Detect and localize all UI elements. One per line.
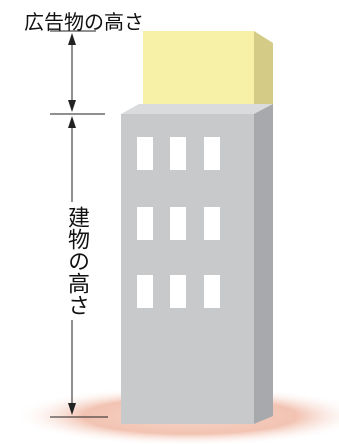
ad-box-front xyxy=(143,31,254,114)
window xyxy=(137,207,153,240)
window xyxy=(137,275,153,308)
window xyxy=(170,137,186,170)
building-height-arrow-head-down xyxy=(68,403,76,415)
window xyxy=(170,207,186,240)
advertisement-box xyxy=(143,31,273,114)
ad-height-label: 広告物の高さ xyxy=(24,10,144,34)
building-height-label: 建物の高さ xyxy=(58,202,89,320)
ad-box-side xyxy=(254,31,273,114)
window xyxy=(204,275,220,308)
window xyxy=(170,275,186,308)
ad-height-arrow-head-up xyxy=(68,33,76,45)
window xyxy=(204,137,220,170)
window xyxy=(204,207,220,240)
building-roof xyxy=(121,104,273,114)
building-height-arrow-head-up xyxy=(68,116,76,128)
building-side xyxy=(254,104,273,424)
building xyxy=(121,104,273,424)
ad-height-arrow-head-down xyxy=(68,100,76,112)
window xyxy=(137,137,153,170)
